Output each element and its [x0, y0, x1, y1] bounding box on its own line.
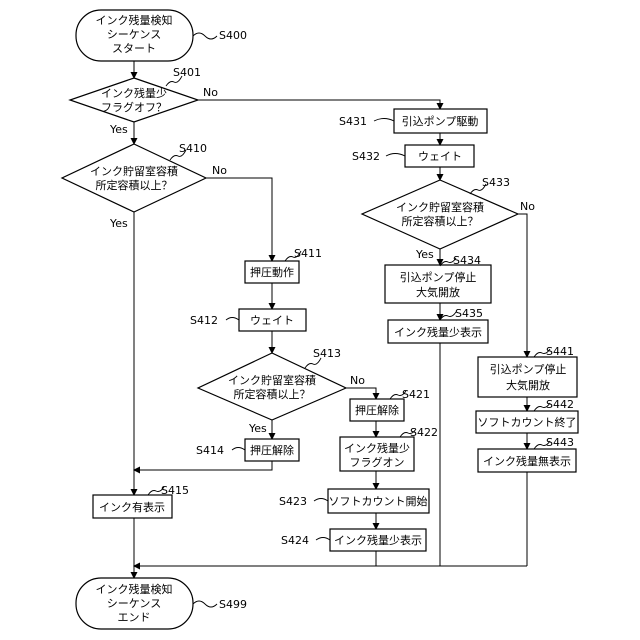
process-s415-label: インク有表示	[99, 500, 165, 514]
process-s422-line-1: インク残量少	[344, 441, 410, 455]
end-line-1: インク残量検知	[96, 582, 173, 596]
decision-s413-line-2: 所定容積以上？	[234, 387, 311, 401]
yes-label-s401: Yes	[109, 123, 128, 136]
yes-label-s410: Yes	[109, 217, 128, 230]
edge-s414-merge	[134, 461, 272, 470]
end-line-2: シーケンス	[107, 597, 161, 610]
leader-s412	[226, 318, 239, 321]
process-s432-label: ウェイト	[418, 150, 462, 163]
leader-s431	[374, 119, 394, 122]
decision-s433-line-2: 所定容積以上？	[402, 214, 479, 228]
ref-s424: S424	[281, 534, 309, 547]
process-s423: ソフトカウント開始	[328, 489, 429, 513]
edge-s433-s441	[518, 214, 527, 357]
ref-s401: S401	[173, 66, 201, 79]
leader-s499	[193, 601, 217, 607]
process-s442: ソフトカウント終了	[476, 411, 578, 433]
yes-label-s433: Yes	[415, 248, 434, 261]
process-s435: インク残量少表示	[388, 320, 488, 343]
ref-s410: S410	[179, 142, 207, 155]
process-s411-label: 押圧動作	[250, 265, 294, 279]
end-terminal: インク残量検知 シーケンス エンド	[76, 578, 193, 629]
leader-s400	[193, 33, 217, 39]
ref-s412: S412	[190, 314, 218, 327]
leader-s432	[386, 154, 405, 157]
yes-label-s413: Yes	[248, 422, 267, 435]
process-s431: 引込ポンプ駆動	[394, 109, 487, 133]
decision-s410-line-2: 所定容積以上？	[96, 178, 173, 192]
process-s434-line-1: 引込ポンプ停止	[400, 270, 477, 284]
process-s424: インク残量少表示	[330, 529, 426, 551]
ref-s415: S415	[161, 484, 189, 497]
ref-s442: S442	[546, 398, 574, 411]
process-s411: 押圧動作	[245, 261, 299, 283]
ref-s499: S499	[219, 598, 247, 611]
ref-s400: S400	[219, 29, 247, 42]
ref-s434: S434	[453, 254, 481, 267]
process-s441-line-2: 大気開放	[506, 378, 550, 392]
ref-s423: S423	[279, 495, 307, 508]
process-s421: 押圧解除	[350, 399, 404, 421]
process-s443: インク残量無表示	[478, 449, 576, 472]
decision-s413-line-1: インク貯留室容積	[228, 373, 316, 387]
decision-s410-line-1: インク貯留室容積	[90, 164, 178, 178]
decision-s413: インク貯留室容積 所定容積以上？	[198, 353, 346, 420]
start-line-1: インク残量検知	[96, 13, 173, 27]
ref-s443: S443	[546, 436, 574, 449]
ref-s435: S435	[455, 307, 483, 320]
process-s424-label: インク残量少表示	[334, 533, 422, 547]
start-line-3: スタート	[112, 42, 156, 55]
edge-s413-s421	[346, 388, 376, 399]
process-s414-label: 押圧解除	[250, 443, 294, 457]
no-label-s410: No	[212, 164, 227, 177]
decision-s401-shape	[70, 78, 198, 122]
process-s414: 押圧解除	[245, 439, 299, 461]
process-s422-line-2: フラグオン	[350, 455, 405, 469]
process-s443-label: インク残量無表示	[483, 454, 571, 468]
ref-s432: S432	[352, 150, 380, 163]
start-terminal: インク残量検知 シーケンス スタート	[76, 10, 193, 61]
process-s432: ウェイト	[405, 145, 474, 167]
ref-s433: S433	[482, 176, 510, 189]
decision-s401: インク残量少 フラグオフ？	[70, 78, 198, 122]
decision-s401-line-1: インク残量少	[101, 86, 167, 100]
ref-s411: S411	[294, 247, 322, 260]
ref-s422: S422	[410, 426, 438, 439]
edge-s410-s411	[206, 178, 272, 261]
process-s412-label: ウェイト	[250, 314, 294, 327]
ref-s421: S421	[402, 388, 430, 401]
process-s441: 引込ポンプ停止 大気開放	[478, 357, 577, 397]
process-s441-line-1: 引込ポンプ停止	[490, 362, 567, 376]
process-s431-label: 引込ポンプ駆動	[402, 114, 479, 128]
no-label-s433: No	[520, 200, 535, 213]
step-references: S400 S401 S410 S411 S412 S413 S414 S415 …	[148, 29, 574, 611]
no-label-s413: No	[350, 374, 365, 387]
process-s434: 引込ポンプ停止 大気開放	[385, 265, 491, 303]
process-s423-label: ソフトカウント開始	[329, 494, 428, 508]
end-line-3: エンド	[118, 611, 151, 624]
process-s435-label: インク残量少表示	[394, 325, 482, 339]
leader-s424	[316, 538, 330, 541]
no-label-s401: No	[203, 86, 218, 99]
process-s415: インク有表示	[93, 495, 172, 518]
ref-s414: S414	[196, 444, 224, 457]
edge-s401-s431	[198, 100, 440, 109]
ref-s441: S441	[546, 345, 574, 358]
process-s434-line-2: 大気開放	[416, 285, 460, 299]
decision-s433: インク貯留室容積 所定容積以上？	[362, 180, 518, 249]
decision-s433-line-1: インク貯留室容積	[396, 200, 484, 214]
decision-s401-line-2: フラグオフ？	[101, 100, 167, 114]
ref-s431: S431	[339, 115, 367, 128]
start-line-2: シーケンス	[107, 28, 161, 41]
ref-s413: S413	[313, 347, 341, 360]
leader-s435	[440, 312, 456, 320]
leader-s414	[232, 448, 245, 451]
leader-s423	[314, 499, 328, 502]
process-s412: ウェイト	[239, 309, 306, 331]
process-s421-label: 押圧解除	[355, 403, 399, 417]
process-s422: インク残量少 フラグオン	[340, 437, 414, 471]
process-s442-label: ソフトカウント終了	[478, 415, 577, 429]
